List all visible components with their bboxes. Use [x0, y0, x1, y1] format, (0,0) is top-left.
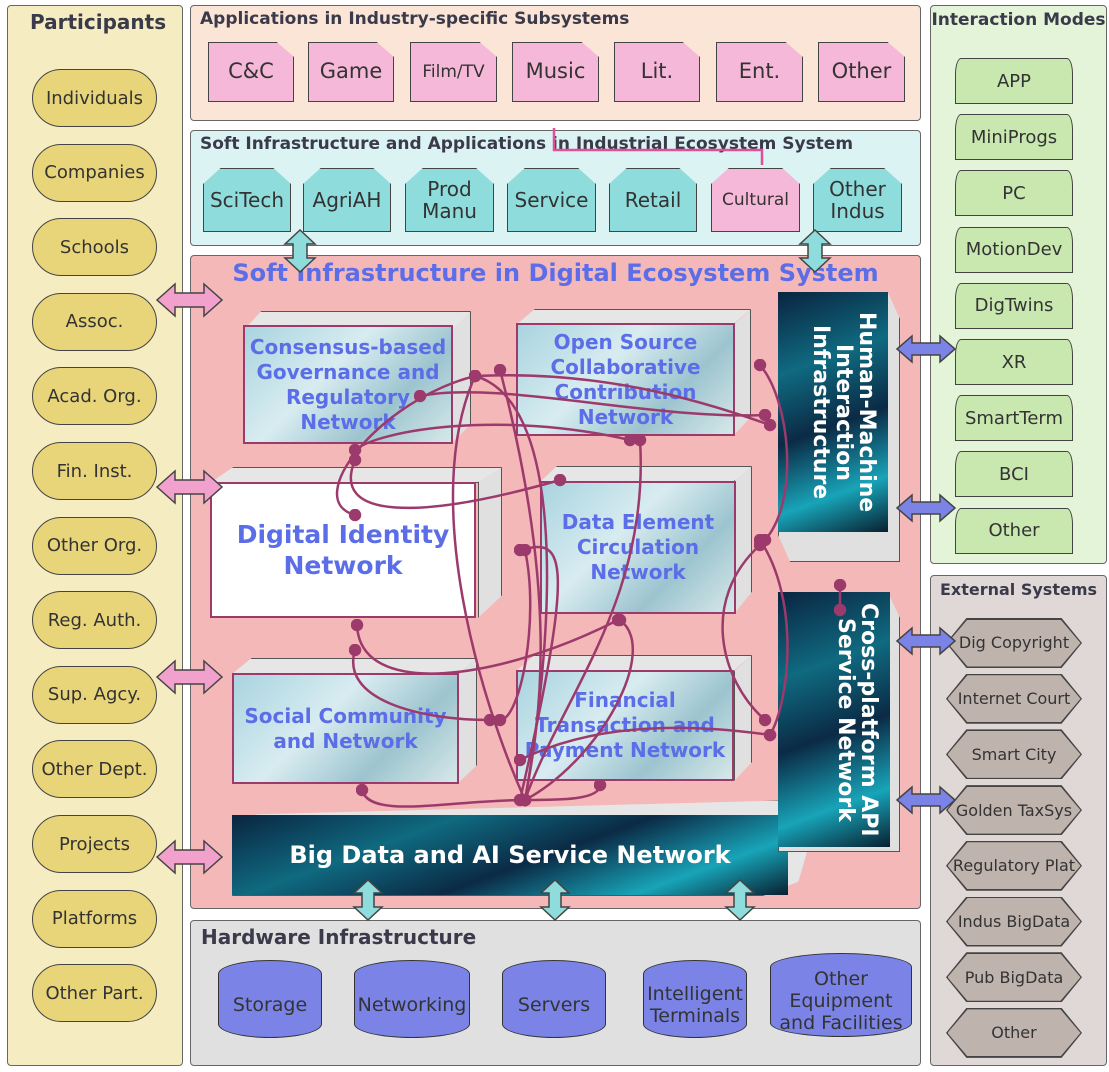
soft-app-scitech[interactable]: SciTech — [203, 168, 291, 232]
soft-app-agriah[interactable]: AgriAH — [303, 168, 391, 232]
bigdata-network-node: Big Data and AI Service Network — [232, 815, 788, 895]
app-lit[interactable]: Lit. — [614, 42, 700, 102]
external-label: Indus BigData — [947, 898, 1081, 945]
mode-bci[interactable]: BCI — [955, 451, 1073, 498]
external-title: External Systems — [939, 580, 1098, 599]
external-indus-bigdata[interactable]: Indus BigData — [946, 896, 1082, 947]
participant-other-org[interactable]: Other Org. — [32, 516, 157, 575]
external-label: Pub BigData — [947, 953, 1081, 1001]
interaction-title: Interaction Modes — [931, 10, 1106, 30]
api-service-network-node: Cross-platform API Service Network — [778, 592, 890, 847]
participant-sup-agcy[interactable]: Sup. Agcy. — [32, 665, 157, 724]
external-internet-court[interactable]: Internet Court — [946, 673, 1082, 724]
participant-platforms[interactable]: Platforms — [32, 889, 157, 948]
soft-app-cultural[interactable]: Cultural — [711, 168, 800, 232]
hardware-intelligent-terminals: Intelligent Terminals — [643, 960, 747, 1038]
soft-app-prod-manu[interactable]: Prod Manu — [405, 168, 494, 232]
participant-other-dept[interactable]: Other Dept. — [32, 740, 157, 799]
external-label: Regulatory Plat — [947, 842, 1081, 890]
soft-app-service[interactable]: Service — [507, 168, 596, 232]
soft-app-other-indus[interactable]: Other Indus — [813, 168, 902, 232]
external-dig-copyright[interactable]: Dig Copyright — [946, 618, 1082, 668]
app-music[interactable]: Music — [512, 42, 599, 102]
mode-digtwins[interactable]: DigTwins — [955, 282, 1073, 329]
api-label: Cross-platform API Service Network — [832, 603, 881, 837]
app-film-tv[interactable]: Film/TV — [410, 42, 497, 102]
hardware-other-equipment-and-facilities: Other Equipment and Facilities — [770, 953, 912, 1037]
participant-fin-inst[interactable]: Fin. Inst. — [32, 442, 157, 500]
mode-other[interactable]: Other — [955, 507, 1073, 554]
soft-app-retail[interactable]: Retail — [609, 168, 697, 232]
external-label: Golden TaxSys — [947, 786, 1081, 834]
participant-schools[interactable]: Schools — [32, 218, 157, 277]
hmi-infrastructure-node: Human-Machine Interaction Infrastructure — [778, 292, 888, 532]
app-other[interactable]: Other — [818, 42, 905, 102]
mode-pc[interactable]: PC — [955, 170, 1073, 217]
bigdata-network-label: Big Data and AI Service Network — [289, 841, 731, 869]
participant-companies[interactable]: Companies — [32, 143, 157, 202]
participant-reg-auth[interactable]: Reg. Auth. — [32, 591, 157, 650]
apps-title: Applications in Industry-specific Subsys… — [200, 9, 630, 29]
mode-smartterm[interactable]: SmartTerm — [955, 395, 1073, 442]
hardware-networking: Networking — [354, 960, 470, 1038]
hmi-label: Human-Machine Interaction Infrastructure — [807, 312, 879, 513]
external-label: Dig Copyright — [947, 619, 1081, 667]
hardware-storage: Storage — [218, 960, 322, 1038]
external-label: Internet Court — [947, 675, 1081, 723]
participant-assoc[interactable]: Assoc. — [32, 292, 157, 351]
mode-miniprogs[interactable]: MiniProgs — [955, 114, 1073, 161]
mode-motiondev[interactable]: MotionDev — [955, 226, 1073, 273]
external-smart-city[interactable]: Smart City — [946, 729, 1082, 780]
app-game[interactable]: Game — [308, 42, 394, 102]
participant-individuals[interactable]: Individuals — [32, 69, 157, 127]
external-label: Other — [947, 1009, 1081, 1057]
participant-other-part[interactable]: Other Part. — [32, 964, 157, 1023]
vertical-arrows — [283, 228, 832, 922]
participant-acad-org[interactable]: Acad. Org. — [32, 367, 157, 426]
external-other[interactable]: Other — [946, 1007, 1082, 1058]
mode-xr[interactable]: XR — [955, 339, 1073, 385]
external-pub-bigdata[interactable]: Pub BigData — [946, 952, 1082, 1003]
external-label: Smart City — [947, 730, 1081, 778]
app-ent[interactable]: Ent. — [716, 42, 803, 102]
network-links — [335, 358, 847, 808]
participant-arrows — [155, 282, 224, 875]
external-regulatory-plat[interactable]: Regulatory Plat — [946, 840, 1082, 891]
participant-projects[interactable]: Projects — [32, 815, 157, 873]
app-c-c[interactable]: C&C — [208, 42, 294, 102]
right-arrows — [895, 334, 957, 815]
hardware-servers: Servers — [502, 960, 606, 1038]
external-golden-taxsys[interactable]: Golden TaxSys — [946, 785, 1082, 836]
participants-title: Participants — [30, 10, 167, 34]
hardware-title: Hardware Infrastructure — [201, 925, 477, 949]
cultural-to-music-link — [552, 128, 764, 165]
mode-app[interactable]: APP — [955, 58, 1073, 104]
digital-ecosystem-title: Soft Infrastructure in Digital Ecosystem… — [232, 259, 879, 287]
